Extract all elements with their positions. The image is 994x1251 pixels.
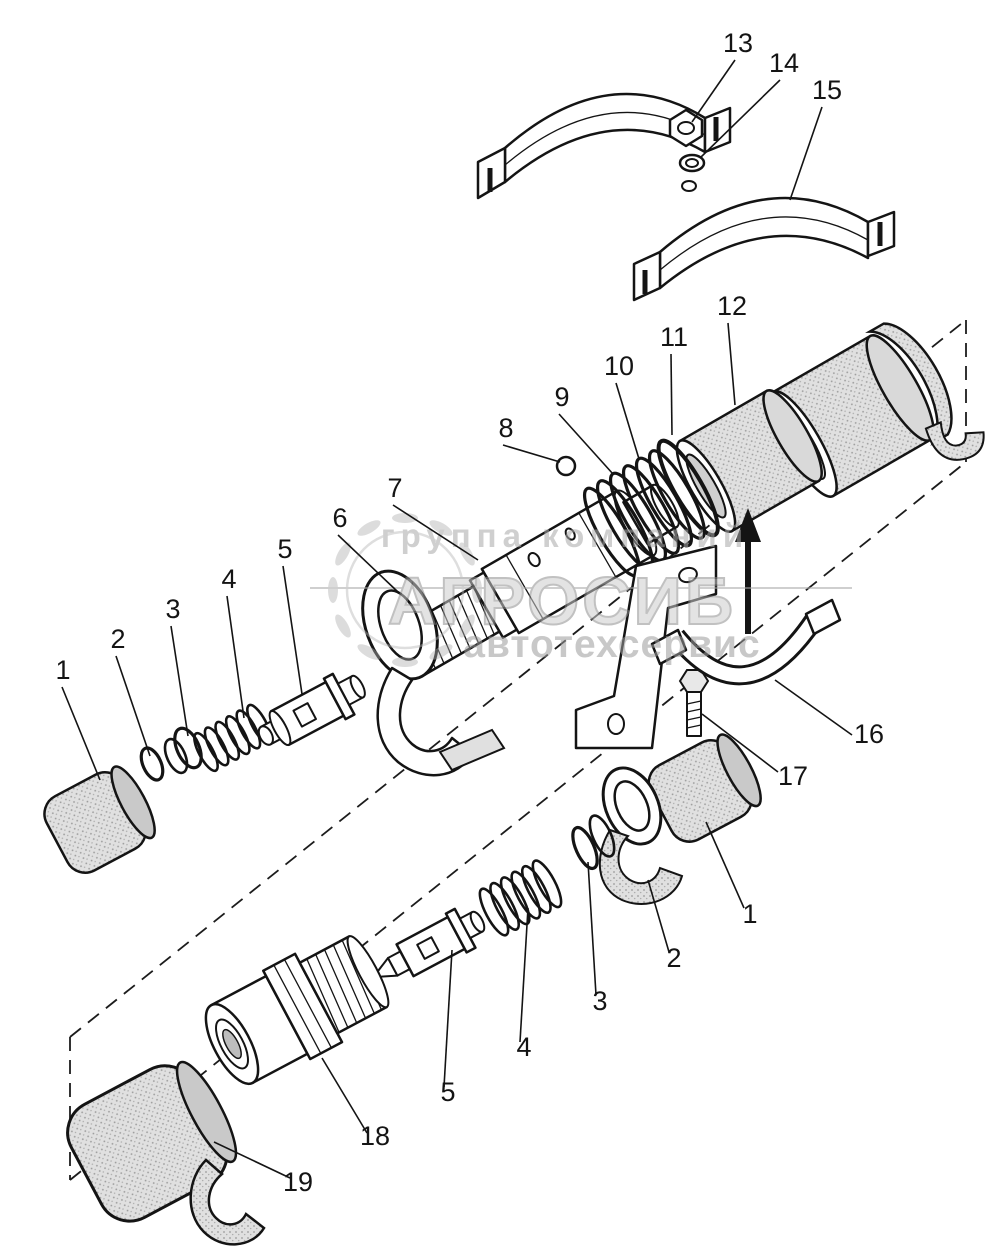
part-valve-plug [257, 672, 366, 747]
callout-6: 6 [332, 503, 347, 533]
callout-17: 17 [778, 761, 808, 791]
part-clamp-half-inner [476, 92, 732, 200]
leader-7 [392, 504, 479, 561]
leader-18 [321, 1057, 368, 1134]
part-protective-cap-lower [647, 733, 762, 843]
leader-5-lower [443, 949, 453, 1088]
cap-opening [110, 765, 156, 840]
watermark-line2: АГРОСИБ [388, 564, 736, 639]
part-holder-strap [376, 666, 506, 777]
callout-2-lower: 2 [666, 943, 681, 973]
callout-5: 5 [277, 534, 292, 564]
callout-12: 12 [717, 291, 747, 321]
leader-1 [61, 686, 101, 781]
bracket-hole-top [678, 566, 698, 584]
leader-10 [615, 382, 640, 460]
leader-13 [691, 59, 736, 123]
callout-9: 9 [554, 382, 569, 412]
holder-hook-lower [598, 828, 684, 905]
leader-2-lower [647, 879, 670, 953]
callout-1: 1 [55, 655, 70, 685]
direction-arrow [735, 508, 761, 634]
part-spring-lower [478, 859, 563, 937]
part-clamp-half-outer [632, 196, 896, 302]
bolt-shank [686, 691, 702, 737]
callout-15: 15 [812, 75, 842, 105]
callout-4: 4 [221, 564, 236, 594]
callout-14: 14 [769, 48, 799, 78]
fitting-bore [222, 1028, 242, 1060]
leader-17 [701, 713, 779, 773]
leader-6 [337, 534, 399, 593]
part-spring [193, 703, 272, 773]
leader-12 [727, 322, 736, 406]
watermark: группа компаний АГРОСИБ автотехсервис [310, 513, 852, 667]
callout-3: 3 [165, 594, 180, 624]
body-port-hole [527, 551, 541, 568]
part-ring-lower-2 [571, 814, 616, 871]
watermark-wreath [328, 513, 482, 667]
callout-13: 13 [723, 28, 753, 58]
callout-5-lower: 5 [440, 1077, 455, 1107]
part-washer-small [139, 746, 165, 782]
leader-3 [170, 625, 189, 737]
bracket-hole-bottom [607, 713, 625, 735]
leader-8 [502, 444, 561, 463]
part-union-fitting [204, 935, 390, 1086]
callout-4-lower: 4 [516, 1032, 531, 1062]
callout-19: 19 [283, 1167, 313, 1197]
callout-8: 8 [498, 413, 513, 443]
leader-4 [226, 595, 245, 719]
callout-7: 7 [387, 473, 402, 503]
part-spring-ring [656, 438, 720, 538]
leader-14 [699, 79, 781, 159]
watermark-line1: группа компаний [381, 517, 749, 554]
plug-window [292, 702, 318, 728]
leader-1-lower [705, 821, 745, 909]
cap-large-hook [189, 1158, 266, 1246]
bolt-head [678, 669, 710, 693]
part-seal-ring [361, 569, 439, 681]
leader-15 [789, 106, 823, 201]
leader-9 [558, 413, 614, 475]
flap-hook [924, 420, 985, 461]
clamp-bolt-hole [681, 180, 697, 192]
cap-large-opening [175, 1060, 238, 1164]
leader-4-lower [519, 907, 529, 1043]
callout-1-lower: 1 [742, 899, 757, 929]
callout-11: 11 [660, 322, 688, 352]
part-washer [678, 153, 706, 173]
callout-16: 16 [854, 719, 884, 749]
part-clamp-half-lower [650, 598, 842, 686]
leader-5 [282, 565, 303, 695]
leader-lines [61, 59, 853, 1179]
callout-10: 10 [604, 351, 634, 381]
leader-3-lower [587, 861, 597, 996]
part-bolt [678, 669, 710, 737]
callout-3-lower: 3 [592, 986, 607, 1016]
watermark-line3: автотехсервис [463, 623, 760, 666]
leader-19 [213, 1141, 291, 1179]
clamp-lower-ear-right [804, 598, 842, 636]
part-ring [163, 726, 203, 775]
leader-2 [115, 655, 151, 757]
cap-lower-opening [716, 733, 762, 808]
leader-11 [670, 353, 673, 436]
leader-16 [774, 679, 853, 736]
part-ring-lower [598, 766, 684, 905]
part-cap-large [66, 1060, 266, 1246]
body-port-hole-2 [564, 527, 576, 541]
callout-labels: 13 14 15 12 11 10 9 8 7 6 5 4 3 2 1 16 1… [55, 28, 884, 1197]
part-valve-plug-lower [368, 907, 486, 983]
part-mounting-bracket [574, 544, 718, 750]
callout-2: 2 [110, 624, 125, 654]
callout-18: 18 [360, 1121, 390, 1151]
part-ball [555, 455, 577, 477]
clamp-lower-ear-left [650, 628, 688, 666]
plug-lower-window [416, 936, 440, 960]
part-protective-cap [43, 765, 156, 874]
